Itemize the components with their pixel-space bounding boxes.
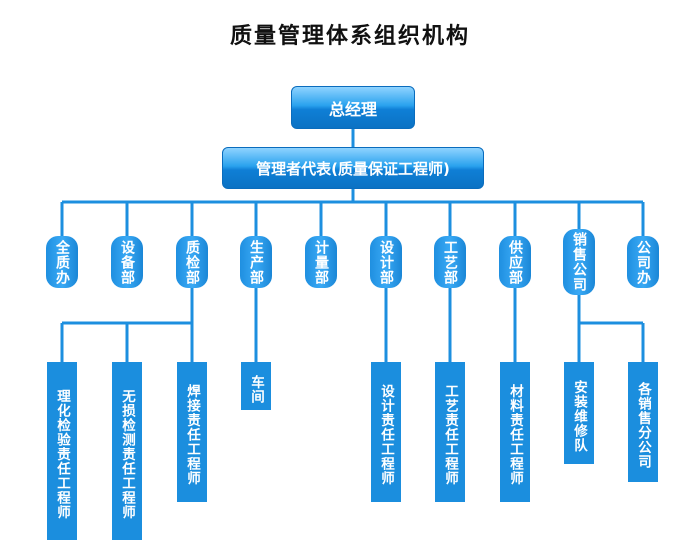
dept-equipment: 设备部	[111, 236, 143, 288]
chart-title: 质量管理体系组织机构	[229, 24, 470, 49]
sub-material-engineer: 材料责任工程师	[500, 362, 530, 502]
sub-workshop: 车间	[241, 362, 271, 410]
dept-process: 工艺部	[434, 236, 466, 288]
dept-production: 生产部	[240, 236, 272, 288]
sub-installation-team: 安装维修队	[564, 362, 594, 464]
dept-design: 设计部	[370, 236, 402, 288]
sub-process-engineer: 工艺责任工程师	[435, 362, 465, 502]
dept-quality-inspection: 质检部	[176, 236, 208, 288]
sub-ndt-engineer: 无损检测责任工程师	[112, 362, 142, 540]
dept-sales-company: 销售公司	[563, 229, 595, 295]
sub-design-engineer: 设计责任工程师	[371, 362, 401, 502]
ceo-box: 总经理	[291, 86, 415, 129]
dept-quality-office: 全质办	[46, 236, 78, 288]
dept-company-office: 公司办	[627, 236, 659, 288]
sub-physchem-engineer: 理化检验责任工程师	[47, 362, 77, 540]
sub-sales-branches: 各销售分公司	[628, 362, 658, 482]
rep-box: 管理者代表(质量保证工程师)	[222, 147, 484, 189]
dept-supply: 供应部	[499, 236, 531, 288]
sub-welding-engineer: 焊接责任工程师	[177, 362, 207, 502]
dept-metrology: 计量部	[305, 236, 337, 288]
